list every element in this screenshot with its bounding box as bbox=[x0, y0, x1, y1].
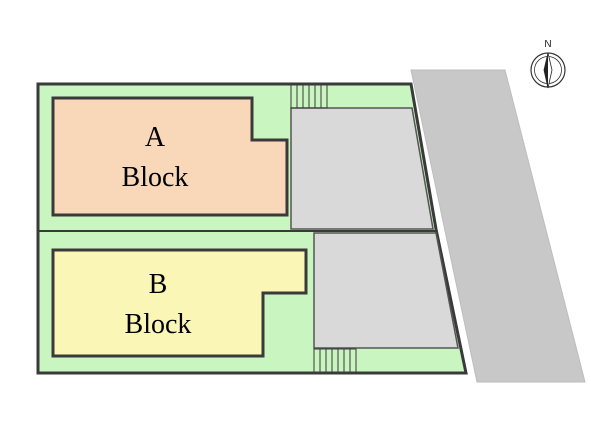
block-a-label-word: Block bbox=[122, 162, 189, 193]
parking-b bbox=[313, 232, 459, 349]
block-a-label-letter: A bbox=[145, 122, 166, 153]
block-b-label-word: Block bbox=[125, 309, 192, 340]
block-a-footprint bbox=[51, 96, 289, 217]
steps-b bbox=[313, 348, 357, 374]
compass-icon: N bbox=[530, 39, 566, 89]
compass-north-label: N bbox=[544, 39, 551, 50]
block-b-footprint bbox=[51, 248, 308, 358]
road bbox=[410, 69, 586, 383]
block-b-label-letter: B bbox=[149, 269, 168, 300]
steps-a bbox=[290, 83, 328, 109]
parking-a bbox=[290, 107, 434, 230]
